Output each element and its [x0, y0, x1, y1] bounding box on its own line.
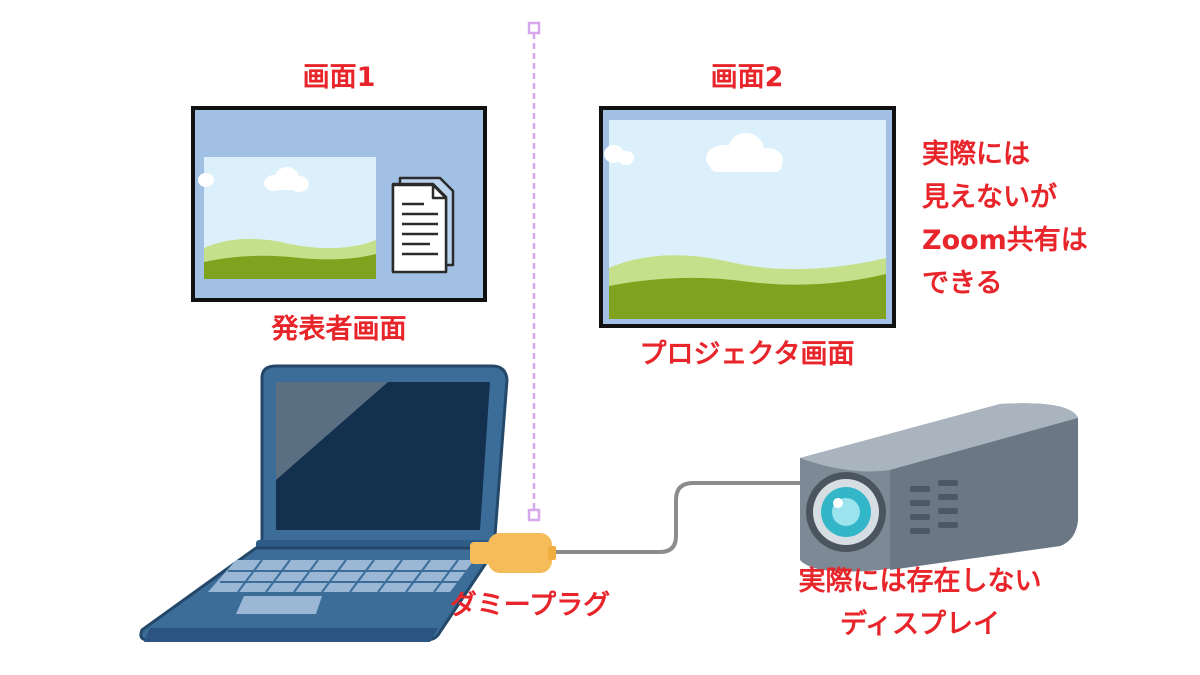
- monitor-2: [599, 106, 896, 328]
- screen-1-title: 画面1: [302, 62, 376, 93]
- laptop-illustration: [139, 364, 509, 642]
- virtual-display-line-1: 実際には存在しない: [798, 566, 1042, 597]
- cloud-icon: [604, 145, 634, 165]
- projector-vents: [910, 480, 958, 534]
- zoom-note-line-3: Zoom共有は: [922, 225, 1088, 256]
- monitor-1: [191, 106, 487, 302]
- zoom-note-line-1: 実際には: [922, 139, 1030, 170]
- cloud-icon: [198, 173, 214, 187]
- projector-screen-label: プロジェクタ画面: [639, 339, 855, 370]
- projector-lens: [806, 472, 886, 552]
- video-cable: [550, 481, 800, 554]
- cloud-icon: [264, 167, 309, 192]
- virtual-display-line-2: ディスプレイ: [839, 609, 1001, 640]
- screen-2-title: 画面2: [710, 62, 784, 93]
- dummy-plug-illustration: [470, 533, 556, 573]
- zoom-note-line-2: 見えないが: [922, 182, 1057, 213]
- screen-divider: [527, 21, 541, 522]
- presenter-screen-label: 発表者画面: [271, 314, 407, 345]
- cloud-icon: [706, 133, 783, 172]
- document-stack-icon: [391, 176, 455, 274]
- zoom-note-line-4: できる: [922, 268, 1003, 299]
- dummy-plug-label: ダミープラグ: [449, 590, 611, 621]
- monitor-1-landscape-window: [198, 157, 376, 279]
- projector-illustration: [800, 403, 1078, 572]
